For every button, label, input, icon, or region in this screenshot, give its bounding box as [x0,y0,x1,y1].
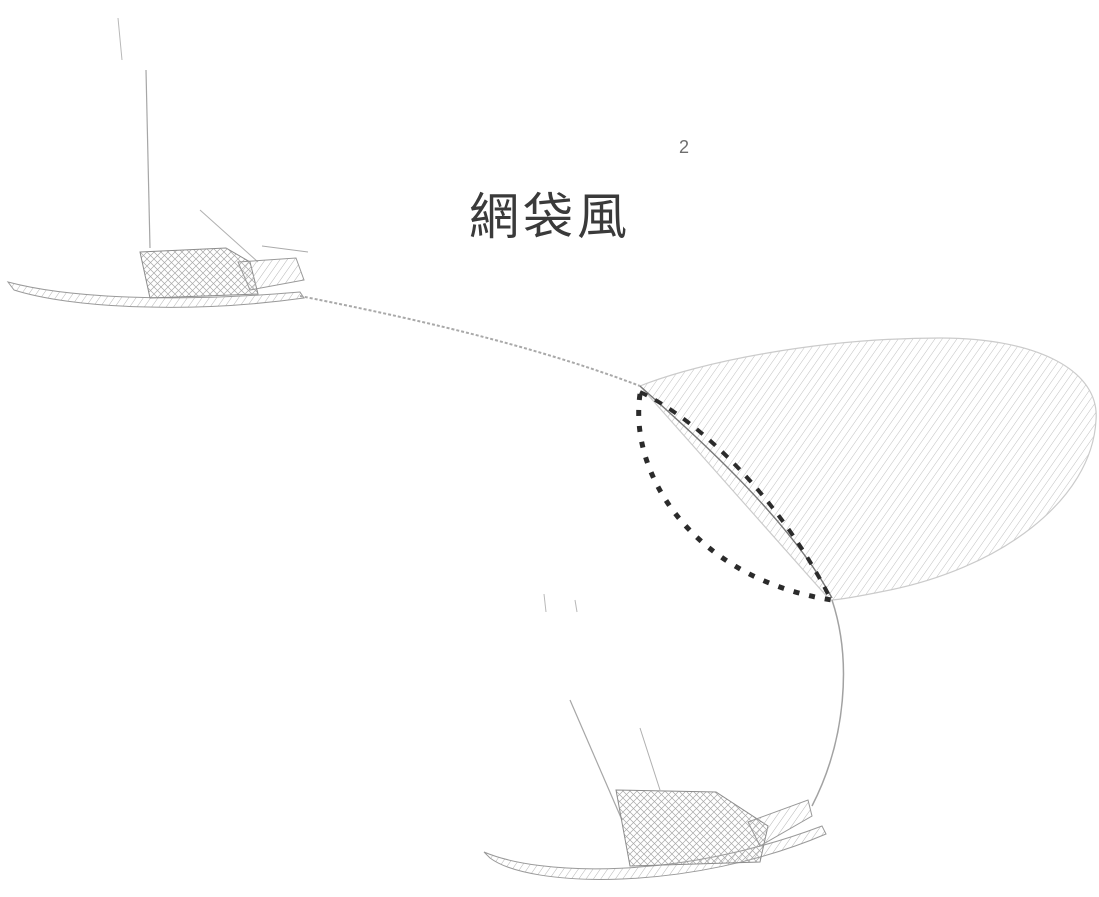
page-title: 網袋風 [469,188,631,246]
net-bag [638,337,1097,601]
boat-bottom [483,593,827,880]
boat-top-left [6,17,309,308]
float-line [639,390,830,595]
tow-line-bottom [811,599,845,807]
tow-line-top [299,295,641,387]
sinker-line [636,393,833,603]
net-mouth-rope [639,385,833,599]
page-number: 2 [679,137,690,157]
